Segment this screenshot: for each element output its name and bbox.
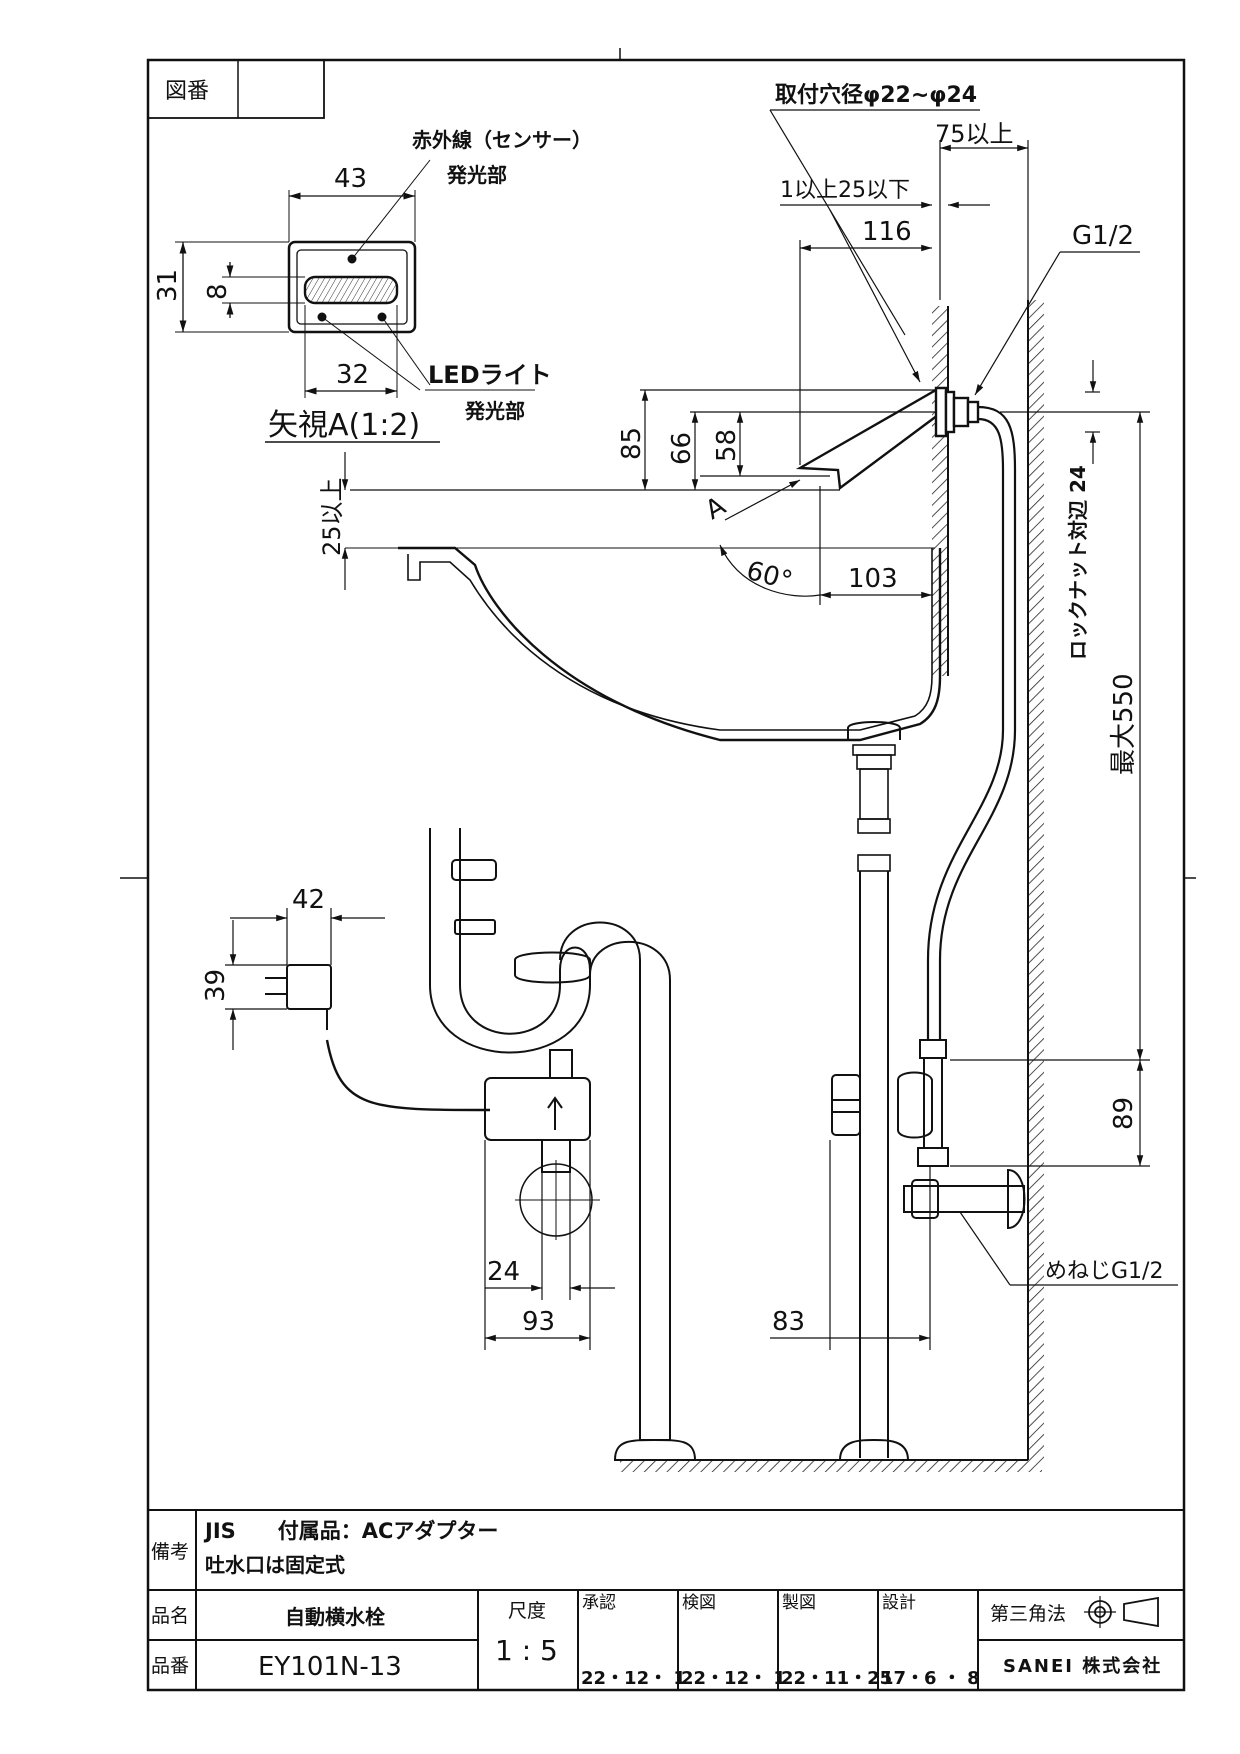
label-emit-2: 発光部: [464, 399, 525, 423]
dim-24: 24: [487, 1257, 520, 1287]
view-title: 矢視A(1:2): [268, 408, 420, 443]
faucet-spout: [795, 386, 980, 491]
dim-42: 42: [292, 885, 325, 915]
wall: [932, 300, 1044, 1460]
dim-32: 32: [336, 360, 369, 390]
supply-hose: [926, 405, 1017, 1040]
stop-valve: [831, 1039, 1026, 1230]
dim-25: 25以上: [318, 477, 346, 556]
design-label: 設計: [882, 1593, 916, 1613]
projection-label: 第三角法: [990, 1603, 1066, 1625]
dim-max550: 最大550: [1109, 673, 1139, 775]
dim-43: 43: [334, 164, 367, 194]
company-name: SANEI 株式会社: [1003, 1655, 1162, 1677]
dim-85: 85: [617, 427, 647, 460]
dim-58: 58: [712, 429, 742, 462]
dim-83: 83: [772, 1307, 805, 1337]
trap-pipe: [429, 828, 697, 1461]
number-value: EY101N-13: [258, 1652, 402, 1682]
ac-adapter: [265, 964, 491, 1112]
dim-1-25: 1以上25以下: [780, 178, 910, 203]
control-box: [484, 1049, 600, 1240]
dim-116: 116: [862, 217, 912, 247]
dim-31: 31: [153, 269, 183, 302]
remarks-line1: JIS 付属品：ACアダプター: [203, 1519, 498, 1543]
name-value: 自動横水栓: [285, 1605, 385, 1629]
floor: [620, 1459, 1042, 1472]
dim-8: 8: [203, 283, 233, 300]
dim-g12: G1/2: [1072, 221, 1134, 251]
dim-103: 103: [848, 564, 898, 594]
sensor-view: [175, 159, 535, 443]
design-date: 17・6 ・ 8: [881, 1668, 980, 1689]
drawing-label: 製図: [782, 1593, 816, 1613]
faucet-dimensions: [341, 109, 1178, 1350]
number-label: 品番: [151, 1655, 189, 1677]
drawing-date: 22・11・25: [781, 1668, 892, 1689]
scale-value: 1 : 5: [495, 1634, 558, 1667]
label-female-g12: めねじG1/2: [1045, 1259, 1163, 1284]
remarks-line2: 吐水口は固定式: [205, 1553, 345, 1577]
title-block: [148, 1509, 1184, 1690]
label-locknut: ロックナット対辺 24: [1066, 465, 1090, 660]
adapter-dimensions: [225, 908, 615, 1350]
dim-66: 66: [667, 432, 697, 465]
dim-hole-diameter: 取付穴径φ22~φ24: [775, 82, 977, 108]
zuban-box: 図番: [147, 59, 325, 119]
label-led: LEDライト: [428, 361, 552, 389]
dim-75: 75以上: [935, 120, 1014, 148]
arrow-a-label: A: [701, 491, 732, 526]
dim-93: 93: [522, 1307, 555, 1337]
check-label: 検図: [682, 1593, 716, 1613]
dim-39: 39: [201, 969, 231, 1002]
zuban-label: 図番: [165, 79, 209, 104]
remarks-label: 備考: [151, 1541, 189, 1563]
dim-89: 89: [1109, 1097, 1139, 1130]
scale-label: 尺度: [508, 1600, 546, 1622]
name-label: 品名: [151, 1605, 189, 1627]
basin: [345, 546, 942, 1461]
sheet-border: [146, 58, 1186, 1692]
label-emit-1: 発光部: [446, 163, 507, 187]
approval-date: 22・12・ 1: [581, 1668, 686, 1689]
dim-60: 60°: [743, 556, 795, 597]
check-date: 22・12・ 1: [681, 1668, 786, 1689]
approval-label: 承認: [582, 1593, 616, 1613]
label-ir-sensor: 赤外線（センサー）: [412, 128, 592, 152]
